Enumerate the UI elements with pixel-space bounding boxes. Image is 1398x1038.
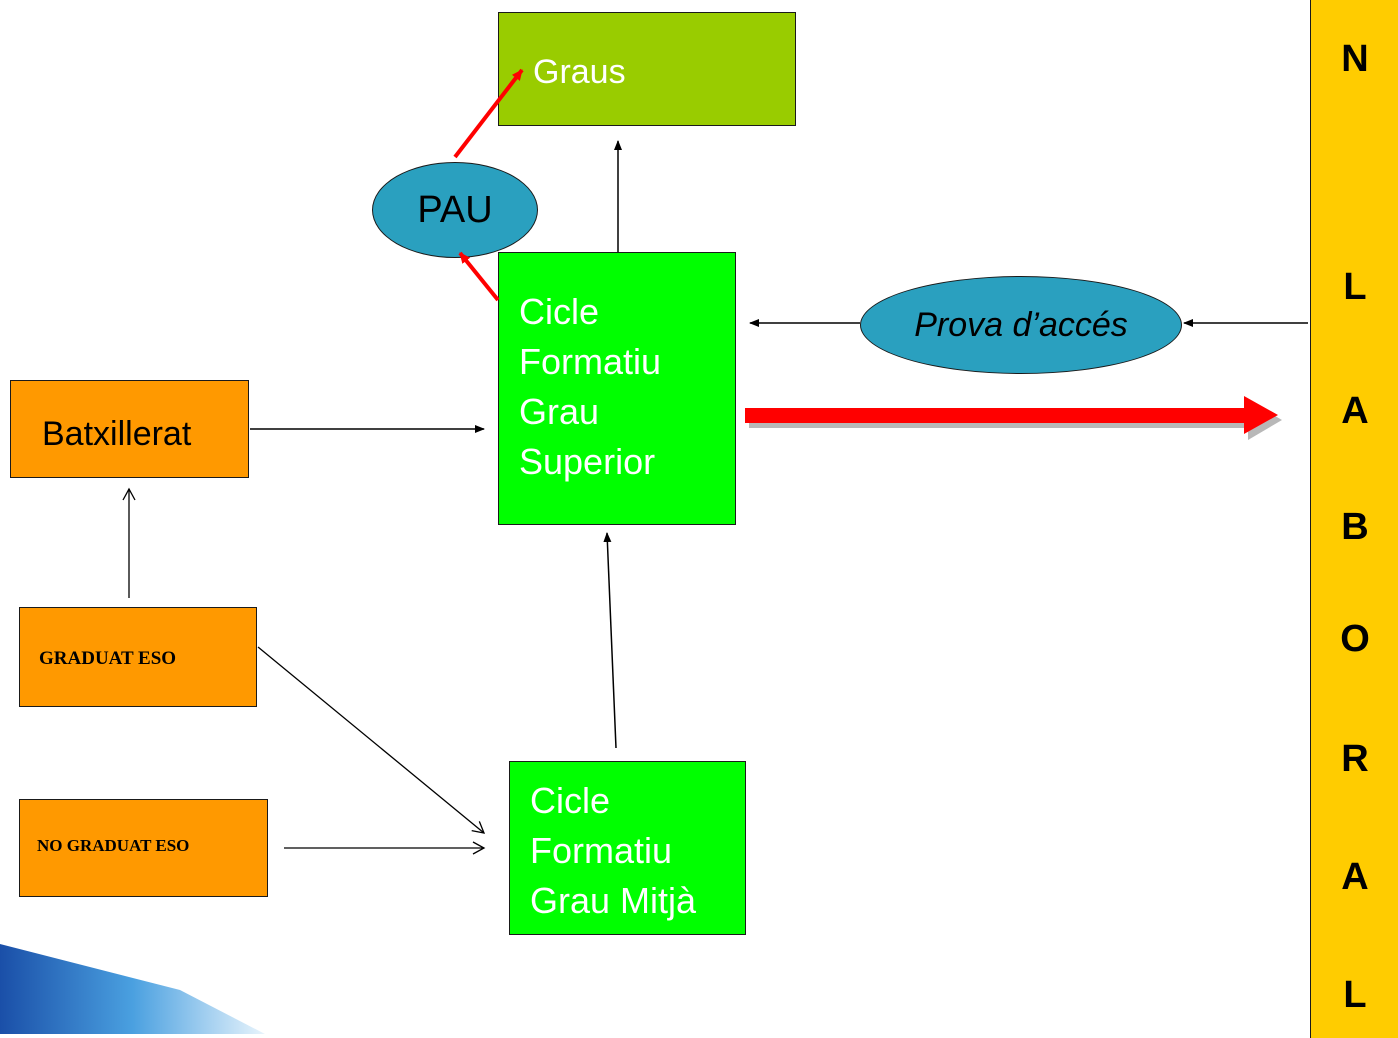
cfgm-box: Cicle Formatiu Grau Mitjà — [509, 761, 746, 935]
graduat-eso-box: GRADUAT ESO — [19, 607, 257, 707]
arrow-graduat-cfgm — [257, 646, 486, 834]
laboral-letter: L — [1343, 266, 1367, 308]
arrow-pau-graus — [453, 68, 524, 159]
graus-box: Graus — [498, 12, 796, 126]
pau-label: PAU — [417, 188, 493, 231]
cfgs-box: Cicle Formatiu Grau Superior — [498, 252, 736, 525]
pau-ellipse: PAU — [372, 162, 538, 258]
no-graduat-eso-box: NO GRADUAT ESO — [19, 799, 268, 897]
laboral-letter: A — [1341, 390, 1369, 432]
arrow-cfgm-cfgs — [603, 532, 617, 749]
laboral-letter: O — [1340, 618, 1370, 660]
cfgs-line: Formatiu — [519, 341, 662, 382]
laboral-letter: B — [1341, 506, 1369, 548]
cfgs-line: Cicle — [519, 291, 600, 332]
prova-acces-label: Prova d’accés — [914, 305, 1128, 344]
laboral-letter: L — [1343, 974, 1367, 1016]
graus-label: Graus — [533, 53, 626, 91]
batxillerat-label: Batxillerat — [42, 415, 192, 453]
laboral-letter: R — [1341, 738, 1369, 780]
cfgm-line: Grau Mitjà — [530, 880, 697, 921]
graduat-eso-label: GRADUAT ESO — [39, 648, 177, 669]
laboral-letter: N — [1341, 38, 1369, 80]
batxillerat-box: Batxillerat — [10, 380, 249, 478]
prova-acces-ellipse: Prova d’accés — [860, 276, 1182, 374]
laboral-letter: A — [1341, 856, 1369, 898]
laboral-sidebar: N L A B O R A L — [1310, 0, 1398, 1038]
arrow-cfgs-pau — [458, 251, 500, 302]
cfgs-line: Superior — [519, 441, 656, 482]
cfgs-line: Grau — [519, 391, 600, 432]
no-graduat-eso-label: NO GRADUAT ESO — [37, 836, 190, 855]
cfgm-line: Cicle — [530, 780, 611, 821]
corner-decoration — [0, 944, 265, 1034]
cfgm-line: Formatiu — [530, 830, 673, 871]
arrow-cfgs-laboral — [745, 396, 1278, 434]
